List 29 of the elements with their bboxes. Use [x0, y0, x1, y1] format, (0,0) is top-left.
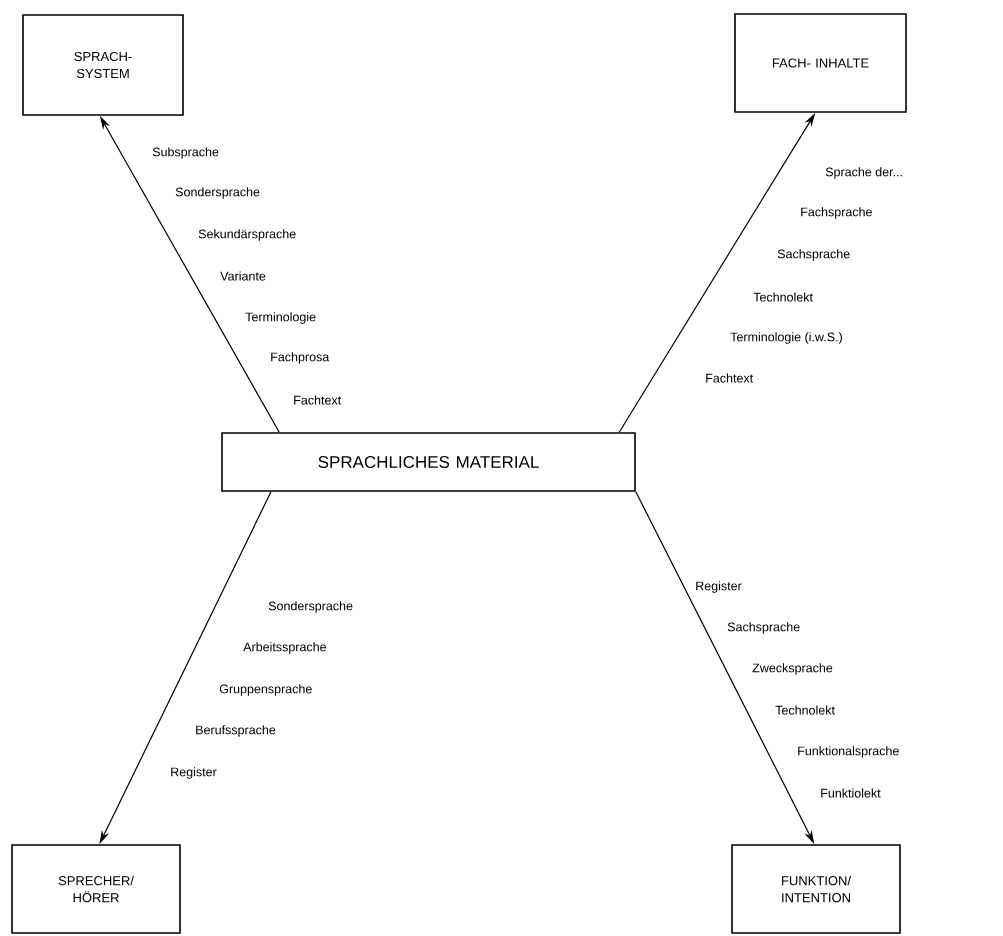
term-label: Fachprosa	[271, 352, 330, 364]
concept-box: SPRACHLICHES MATERIAL	[221, 432, 636, 492]
term-label: Funktiolekt	[821, 788, 881, 798]
term-label: Fachtext	[706, 373, 754, 383]
concept-box: FACH- INHALTE	[734, 13, 907, 113]
concept-box: SPRECHER/ HÖRER	[11, 844, 181, 934]
term-label: Funktionalsprache	[798, 746, 899, 758]
term-label: Fachtext	[294, 395, 342, 405]
term-label: Register	[696, 581, 742, 593]
term-label: Gruppensprache	[219, 684, 312, 696]
term-label: Sachsprache	[777, 249, 850, 261]
term-label: Technolekt	[753, 292, 813, 302]
term-label: Arbeitssprache	[243, 642, 326, 654]
term-label: Subsprache	[152, 147, 219, 159]
concept-box: SPRACH- SYSTEM	[22, 14, 184, 116]
term-label: Sprache der...	[825, 167, 902, 179]
term-label: Terminologie	[245, 312, 316, 324]
concept-box: FUNKTION/ INTENTION	[731, 844, 901, 934]
term-label: Fachsprache	[801, 207, 872, 219]
term-label: Register	[171, 767, 217, 779]
term-label: Technolekt	[775, 705, 835, 715]
term-label: Terminologie (i.w.S.)	[730, 332, 842, 344]
term-label: Berufssprache	[196, 725, 276, 737]
term-label: Zwecksprache	[752, 663, 833, 675]
term-label: Sachsprache	[727, 622, 800, 634]
term-label: Variante	[220, 271, 266, 281]
term-label: Sondersprache	[175, 187, 260, 199]
term-label: Sekundärsprache	[198, 229, 296, 241]
term-label: Sondersprache	[268, 601, 353, 613]
